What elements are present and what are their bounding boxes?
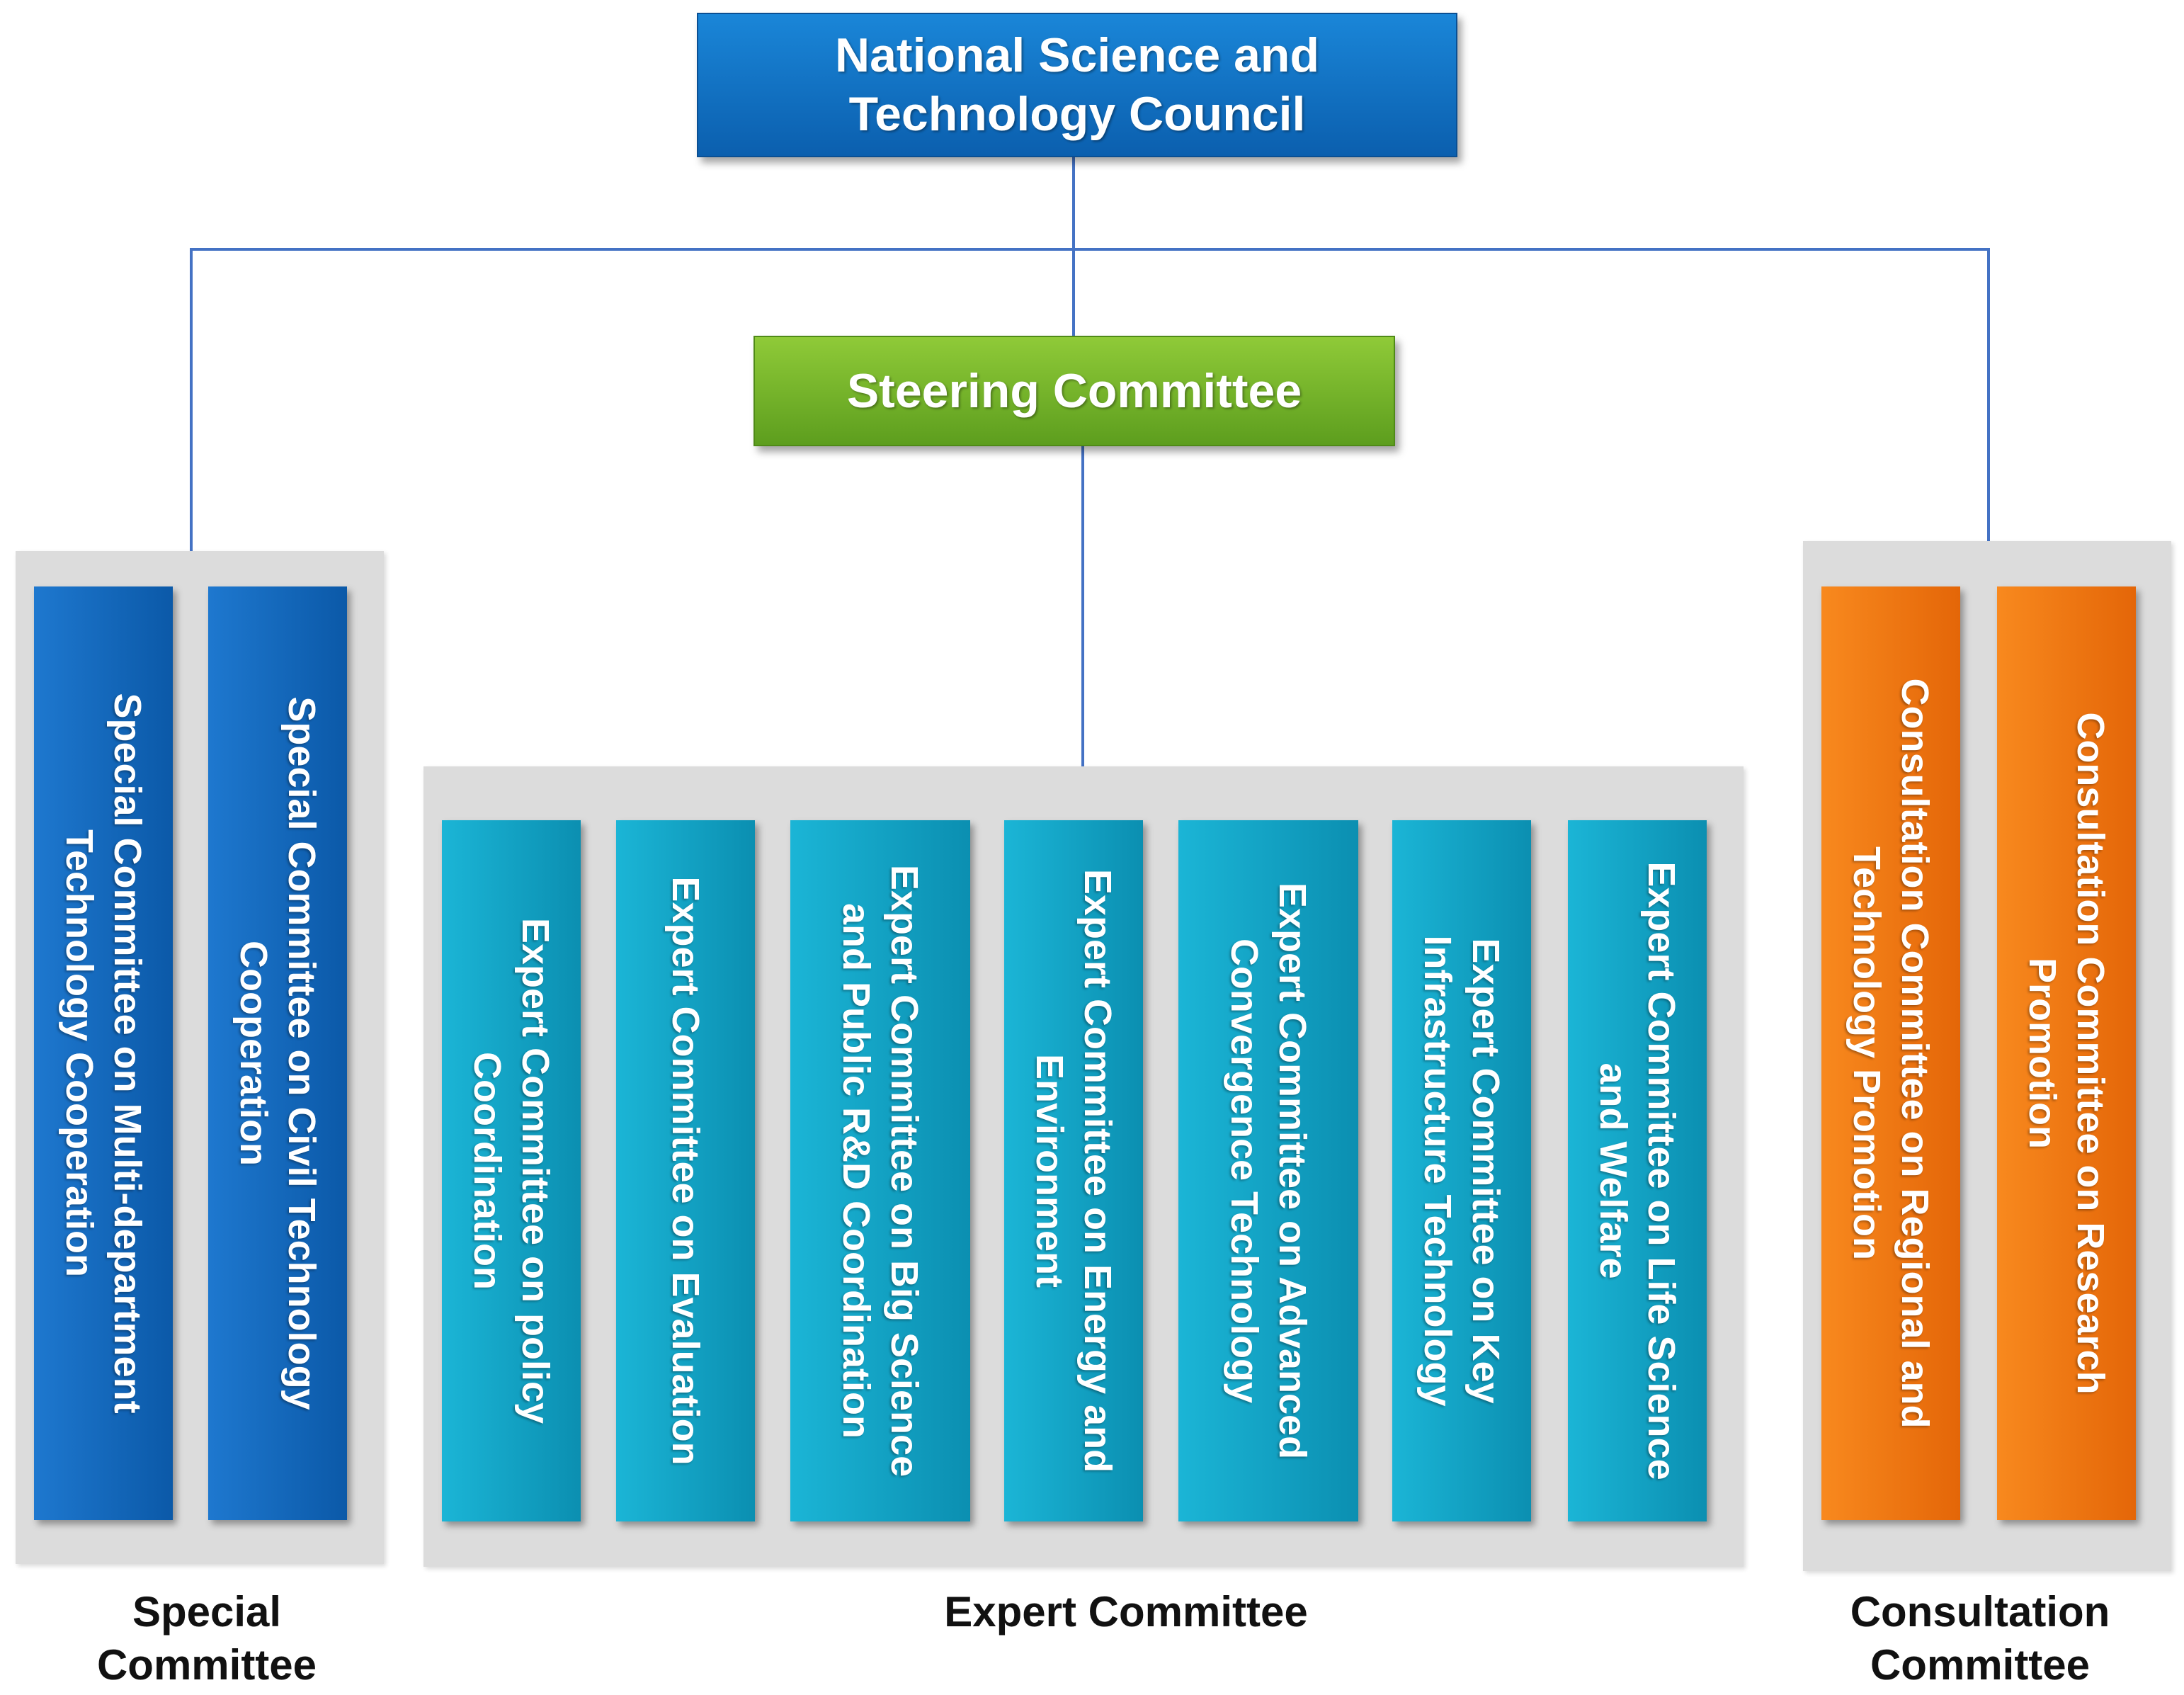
council-box: National Science and Technology Council (697, 13, 1457, 157)
consultation-committee-box: Consultation Committee on Regional and T… (1821, 586, 1960, 1520)
connector-special (190, 248, 193, 551)
expert-committee-box: Expert Committee on Key Infrastructure T… (1392, 820, 1531, 1521)
expert-committee-box: Expert Committee on Energy and Environme… (1004, 820, 1143, 1521)
expert-committee-label: Expert Committee on Big Science and Publ… (835, 864, 926, 1478)
special-committee-box: Special Committee on Civil Technology Co… (208, 586, 347, 1520)
consultation-committee-label: Consultation Committee on Regional and T… (1845, 678, 1937, 1429)
consultation-committee-box: Consultation Committee on Research Promo… (1997, 586, 2136, 1520)
expert-committee-group-label: Expert Committee (944, 1588, 1308, 1636)
steering-committee-box: Steering Committee (753, 336, 1395, 446)
expert-committee-box: Expert Committee on Advanced Convergence… (1178, 820, 1358, 1521)
expert-committee-box: Expert Committee on Life Science and Wel… (1568, 820, 1707, 1521)
expert-committee-box: Expert Committee on policy Coordination (442, 820, 581, 1521)
consultation-committee-label: Consultation Committee on Research Promo… (2021, 712, 2112, 1395)
expert-committee-label: Expert Committee on policy Coordination (466, 917, 557, 1424)
expert-committee-box: Expert Committee on Big Science and Publ… (790, 820, 970, 1521)
special-committee-box: Special Committee on Multi-department Te… (34, 586, 173, 1520)
connector-steering-down (1081, 446, 1084, 766)
steering-label: Steering Committee (846, 364, 1302, 418)
expert-committee-label: Expert Committee on Key Infrastructure T… (1416, 935, 1508, 1407)
expert-committee-box: Expert Committee on Evaluation (616, 820, 755, 1521)
expert-committee-label: Expert Committee on Advanced Convergence… (1223, 882, 1314, 1460)
expert-committee-label: Expert Committee on Life Science and Wel… (1592, 861, 1683, 1480)
connector-horizontal (190, 248, 1990, 251)
consultation-committee-group-label: Consultation Committee (1850, 1588, 2110, 1689)
special-committee-label: Special Committee on Civil Technology Co… (232, 696, 324, 1410)
special-committee-group-label: Special Committee (96, 1588, 317, 1689)
special-committee-label: Special Committee on Multi-department Te… (58, 693, 149, 1414)
expert-committee-label: Expert Committee on Evaluation (664, 876, 707, 1466)
connector-consultation (1987, 248, 1990, 541)
expert-committee-label: Expert Committee on Energy and Environme… (1028, 868, 1120, 1473)
connector-council-down (1072, 157, 1075, 336)
council-label: National Science and Technology Council (835, 28, 1319, 141)
